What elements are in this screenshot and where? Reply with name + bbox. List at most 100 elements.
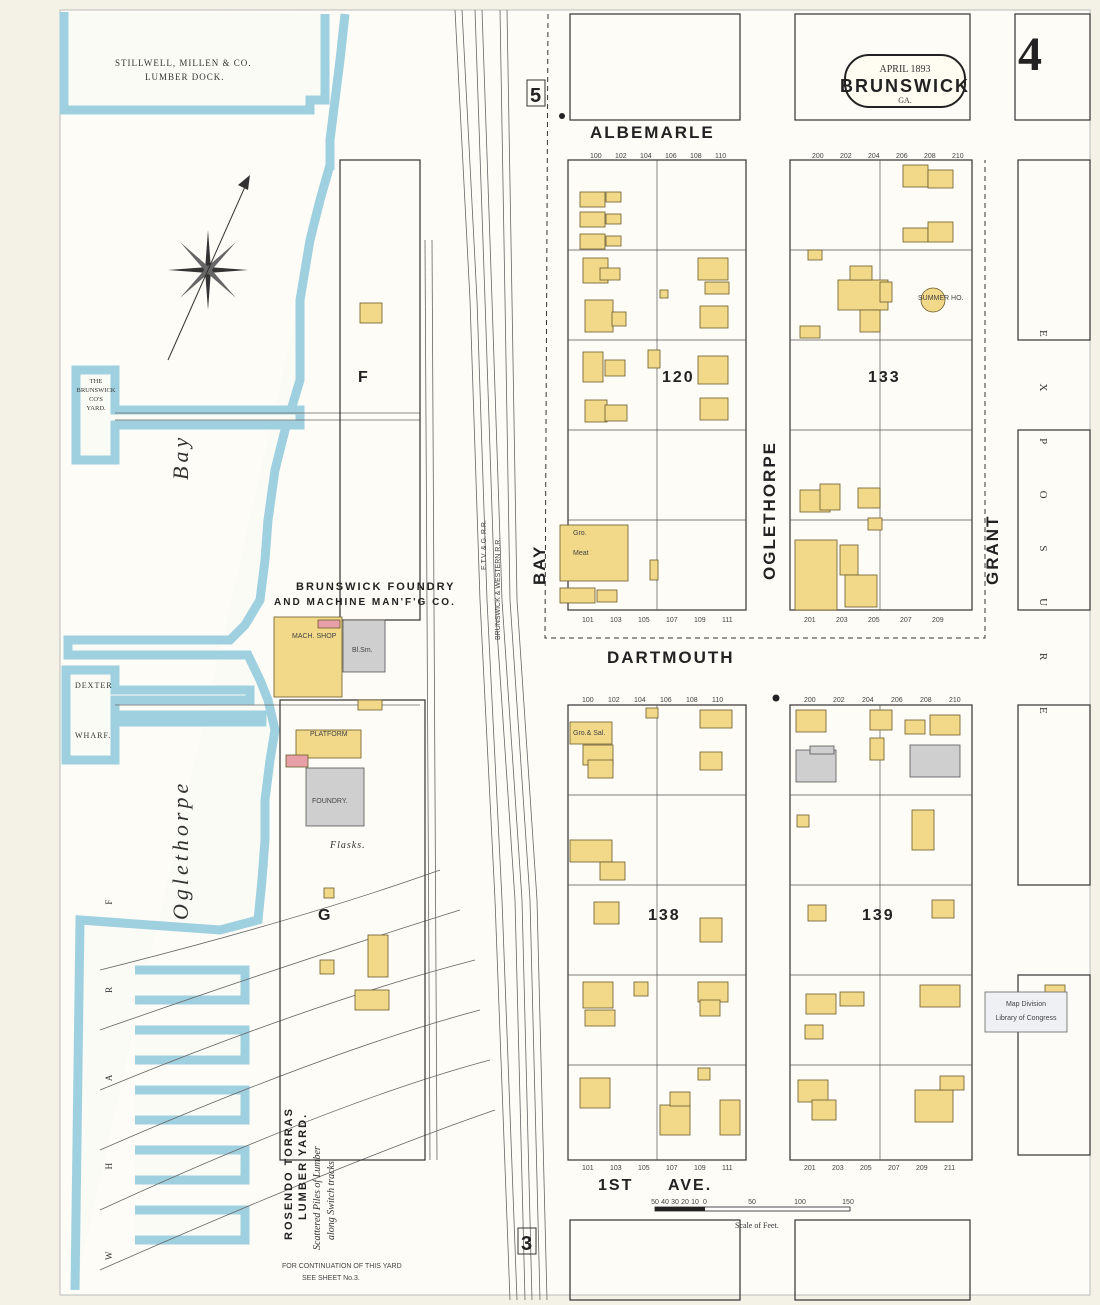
platform-label: PLATFORM [310, 731, 348, 738]
stamp-line-2: Library of Congress [995, 1015, 1057, 1022]
rosendo-label-4: along Switch tracks. [326, 1159, 337, 1240]
pier-3 [135, 1085, 250, 1125]
bay-name-oglethorpe: Oglethorpe [168, 780, 193, 920]
shoreline-top [325, 13, 350, 170]
house-number: 104 [634, 697, 646, 704]
street-first-prefix: 1ST [598, 1177, 633, 1194]
library-stamp: Map Division Library of Congress [984, 991, 1068, 1033]
wharf-vertical-label: W H A R F [104, 860, 114, 1260]
house-number: 105 [638, 617, 650, 624]
svg-text:3: 3 [521, 1233, 534, 1255]
street-exposure: E X P O S U R E [1037, 330, 1049, 736]
grocery-label: Gro. [573, 530, 587, 537]
house-number: 202 [833, 697, 845, 704]
house-number: 208 [920, 697, 932, 704]
street-grant: GRANT [983, 515, 1002, 585]
pier-1 [135, 965, 250, 1005]
pier-5 [135, 1205, 250, 1245]
railroad-label-1: E.T.V. & G. R.R. [481, 520, 488, 570]
sheet-date: APRIL 1893 [879, 64, 930, 75]
rosendo-label-2: LUMBER YARD. [297, 1113, 309, 1220]
block-number-138: 138 [648, 907, 681, 924]
brunswick-yard-label-4: YARD. [86, 405, 106, 412]
house-number: 206 [896, 153, 908, 160]
block-top-right [794, 13, 971, 121]
house-number: 104 [640, 153, 652, 160]
house-number: 102 [608, 697, 620, 704]
house-number: 110 [715, 153, 726, 160]
house-number: 210 [952, 153, 964, 160]
house-number: 209 [932, 617, 944, 624]
house-number: 106 [660, 697, 672, 704]
mach-shop-label: MACH. SHOP [292, 633, 337, 640]
block-number-139: 139 [862, 907, 895, 924]
house-number: 107 [666, 1165, 678, 1172]
rosendo-label-1: ROSENDO TORRAS [283, 1107, 295, 1240]
adjacent-sheet-top: 5 [526, 79, 546, 107]
house-number: 211 [944, 1165, 955, 1172]
scale-tick-label: 150 [842, 1199, 854, 1206]
dexter-wharf [61, 665, 267, 765]
grocery-saloon-label: Gro.& Sal. [573, 730, 605, 737]
railroad-tracks [99, 9, 548, 1301]
east-strip-4 [1017, 974, 1091, 1156]
street-first-ave: AVE. [668, 1177, 712, 1194]
house-number: 111 [722, 617, 733, 624]
sheet-number: 4 [1018, 28, 1042, 81]
scale-tick-label: 10 [691, 1199, 699, 1206]
block-139 [789, 704, 973, 1161]
house-number: 207 [888, 1165, 900, 1172]
block-133 [789, 159, 973, 611]
house-number: 203 [836, 617, 848, 624]
house-number: 107 [666, 617, 678, 624]
house-number: 102 [615, 153, 627, 160]
foundry-label-2: AND MACHINE MAN'F'G CO. [274, 597, 456, 608]
block-top-left [569, 13, 741, 121]
street-albemarle: ALBEMARLE [590, 123, 715, 142]
block-g [279, 699, 426, 1161]
compass-rose-icon [167, 175, 250, 361]
scale-tick-label: 50 [748, 1199, 756, 1206]
house-number: 108 [690, 153, 702, 160]
house-number: 103 [610, 617, 622, 624]
railroad-label-2: BRUNSWICK & WESTERN R.R. [495, 538, 502, 640]
east-strip-2 [1017, 429, 1091, 611]
waterfront [59, 12, 350, 1291]
foundry-building-label: FOUNDRY. [312, 798, 348, 805]
brunswick-yard-pier [71, 365, 305, 465]
house-number: 206 [891, 697, 903, 704]
house-number: 109 [694, 617, 706, 624]
dexter-label: DEXTER [75, 681, 113, 690]
svg-text:5: 5 [530, 85, 543, 107]
street-oglethorpe: OGLETHORPE [760, 441, 779, 580]
house-number: 207 [900, 617, 912, 624]
hydrant-marker [559, 113, 565, 119]
buildings [273, 164, 1066, 1136]
block-number-133: 133 [868, 369, 901, 386]
house-number: 101 [582, 1165, 594, 1172]
street-bay: BAY [530, 545, 549, 585]
house-number: 109 [694, 1165, 706, 1172]
flasks-label: Flasks. [329, 840, 366, 851]
pier-4 [135, 1145, 250, 1185]
east-strip-3 [1017, 704, 1091, 886]
scale-tick-label: 0 [703, 1199, 707, 1206]
house-number: 201 [804, 1165, 816, 1172]
house-number: 108 [686, 697, 698, 704]
house-number: 203 [832, 1165, 844, 1172]
house-number: 111 [722, 1165, 733, 1172]
scale-tick-label: 40 [661, 1199, 669, 1206]
blacksmith-label: Bl.Sm. [352, 647, 373, 654]
house-number: 200 [812, 153, 824, 160]
scale-tick-label: 100 [794, 1199, 806, 1206]
wharf-label: WHARF. [75, 731, 111, 740]
house-number: 105 [638, 1165, 650, 1172]
city-blocks [279, 13, 1091, 1301]
lumber-dock-label-2: LUMBER DOCK. [145, 72, 225, 82]
house-number: 205 [868, 617, 880, 624]
house-number: 103 [610, 1165, 622, 1172]
house-number: 100 [582, 697, 594, 704]
brunswick-yard-label-3: CO'S [89, 396, 103, 403]
